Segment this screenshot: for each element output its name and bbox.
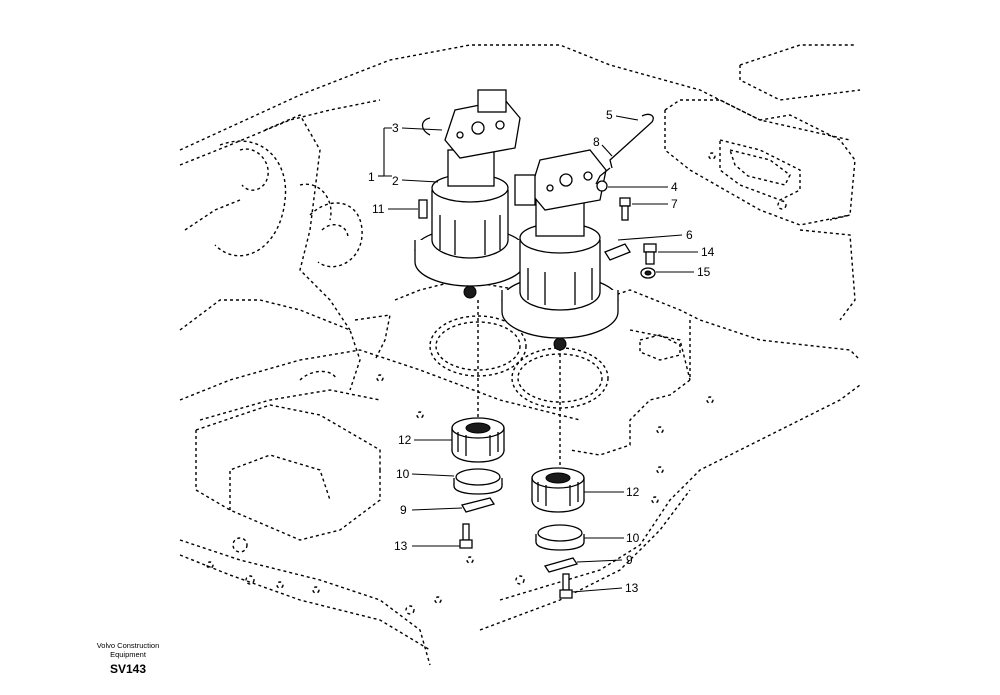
callout-12-right: 12	[626, 485, 640, 499]
bolt-left	[462, 523, 470, 541]
bolt-14	[643, 243, 657, 253]
callout-2: 2	[392, 174, 399, 188]
callout-5: 5	[606, 108, 613, 122]
plug	[596, 180, 608, 192]
callout-9-right: 9	[626, 553, 633, 567]
callout-1: 1	[368, 170, 375, 184]
callout-14: 14	[701, 245, 715, 259]
callout-15: 15	[697, 265, 711, 279]
dipstick	[609, 113, 654, 169]
callout-6: 6	[686, 228, 693, 242]
callout-13-right: 13	[625, 581, 639, 595]
plate-left	[461, 497, 496, 513]
footer: Volvo Construction Equipment SV143	[88, 641, 168, 676]
frame-outline	[179, 44, 861, 666]
callout-7: 7	[671, 197, 678, 211]
callout-10-right: 10	[626, 531, 640, 545]
callout-3: 3	[392, 121, 399, 135]
callouts: 1 2 3 4 5 6 7 8 9 9 10 10 11 12 12 13 13…	[368, 108, 715, 595]
loose-parts	[418, 113, 657, 599]
callout-4: 4	[671, 180, 678, 194]
swing-motor-left	[414, 89, 526, 299]
cover-right	[535, 524, 585, 551]
plate-right	[543, 557, 579, 573]
cover-left	[453, 468, 503, 495]
company-name-line2: Equipment	[110, 650, 146, 659]
callout-8: 8	[593, 135, 600, 149]
gear-left	[451, 417, 505, 463]
bolt-7	[619, 197, 631, 207]
callout-13-left: 13	[394, 539, 408, 553]
company-name-line1: Volvo Construction	[96, 641, 160, 650]
diagram-code: SV143	[109, 662, 147, 676]
callout-12-left: 12	[398, 433, 412, 447]
valve-6	[604, 243, 631, 261]
bolt-right	[562, 573, 570, 591]
swing-motor-right	[501, 149, 619, 351]
gear-right	[531, 467, 585, 513]
callout-10-left: 10	[396, 467, 410, 481]
callout-11: 11	[372, 202, 385, 216]
callout-9-left: 9	[400, 503, 407, 517]
dipstick-pipe	[595, 167, 611, 185]
pin-11	[418, 199, 428, 219]
leader-lines	[378, 115, 698, 593]
